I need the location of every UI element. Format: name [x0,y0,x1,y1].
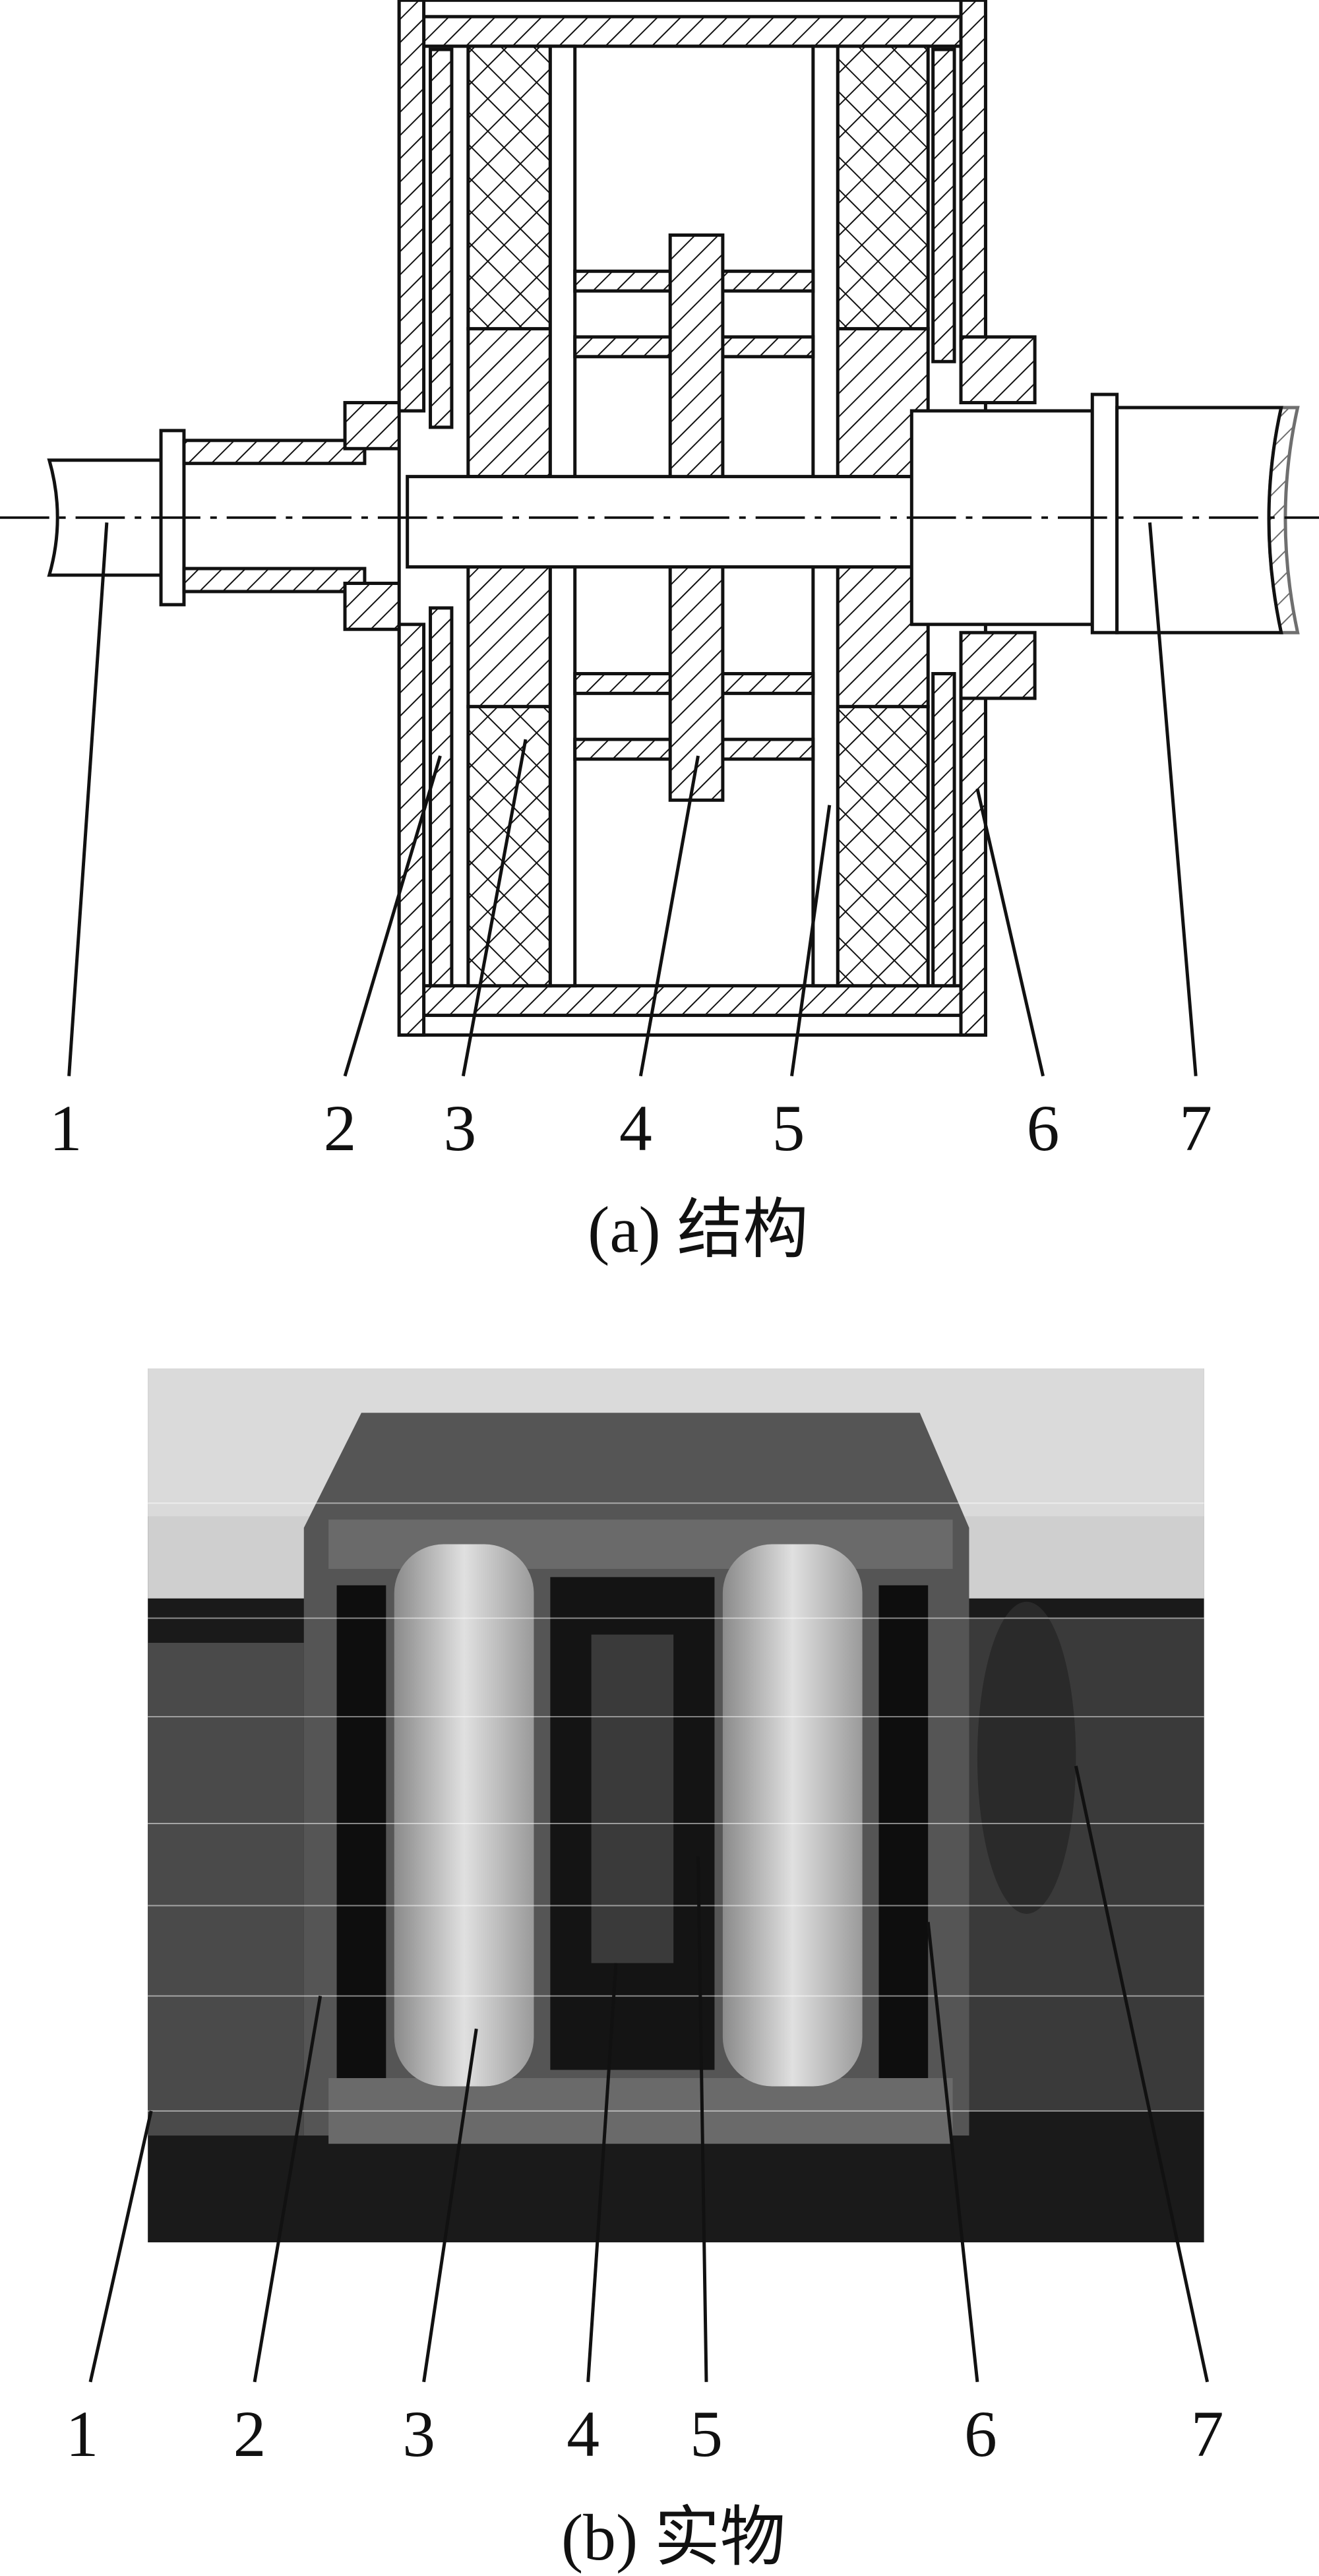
label-a-3: 3 [443,1091,476,1165]
product-photo: 1 2 3 4 5 6 7 (b) 实物 [66,1368,1224,2574]
structure-drawing: 1 2 3 4 5 6 7 (a) 结构 [0,0,1319,1266]
label-b-1: 1 [66,2397,99,2470]
label-a-4: 4 [619,1091,652,1165]
label-b-5: 5 [690,2397,723,2470]
leader-lines-a [67,522,1198,1077]
label-b-2: 2 [233,2397,266,2470]
label-a-1: 1 [49,1091,82,1165]
caption-b: (b) 实物 [561,2501,785,2574]
right-shaft [909,392,1300,634]
main-shaft [406,475,979,569]
label-a-5: 5 [772,1091,805,1165]
label-b-6: 6 [964,2397,997,2470]
label-b-4: 4 [567,2397,599,2470]
label-b-3: 3 [402,2397,435,2470]
label-a-6: 6 [1027,1091,1060,1165]
caption-a: (a) 结构 [588,1193,809,1266]
leader-lines-b [88,1765,1210,2383]
label-b-7: 7 [1191,2397,1224,2470]
label-a-2: 2 [324,1091,357,1165]
label-a-7: 7 [1179,1091,1212,1165]
